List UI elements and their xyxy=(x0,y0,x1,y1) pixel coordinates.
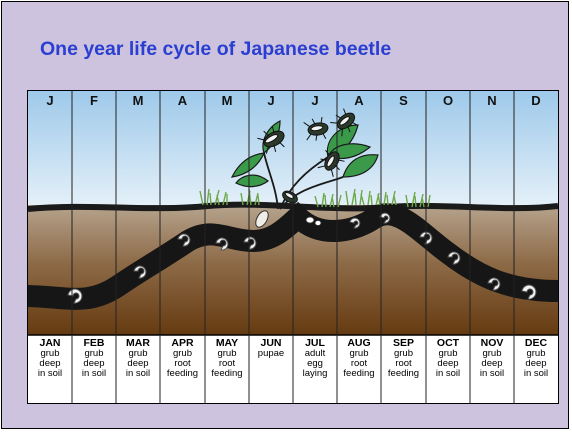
month-letter: F xyxy=(72,93,116,109)
month-letter: J xyxy=(293,93,337,109)
month-cell-apr: APR grub root feeding xyxy=(160,335,205,401)
stage-line: in soil xyxy=(470,369,514,379)
month-cell-may: MAY grub root feeding xyxy=(205,335,249,401)
stage-line: feeding xyxy=(160,369,205,379)
month-cell-feb: FEB grub deep in soil xyxy=(72,335,116,401)
stage-line: in soil xyxy=(72,369,116,379)
month-letter: N xyxy=(470,93,514,109)
stage-line: in soil xyxy=(514,369,558,379)
slide-title: One year life cycle of Japanese beetle xyxy=(40,38,391,61)
egg-icon xyxy=(306,217,314,223)
month-cell-jul: JUL adult egg laying xyxy=(293,335,337,401)
month-cell-oct: OCT grub deep in soil xyxy=(426,335,470,401)
month-cell-nov: NOV grub deep in soil xyxy=(470,335,514,401)
egg-icon xyxy=(315,221,321,226)
month-cell-jun: JUN pupae xyxy=(249,335,293,401)
month-letter: A xyxy=(337,93,381,109)
stage-line: in soil xyxy=(426,369,470,379)
month-letter: D xyxy=(514,93,558,109)
month-letter: S xyxy=(381,93,426,109)
month-cell-dec: DEC grub deep in soil xyxy=(514,335,558,401)
month-letter: A xyxy=(160,93,205,109)
stage-line: in soil xyxy=(28,369,72,379)
month-cell-sep: SEP grub root feeding xyxy=(381,335,426,401)
stage-line: in soil xyxy=(116,369,160,379)
month-letter: M xyxy=(116,93,160,109)
stage-line: pupae xyxy=(249,349,293,359)
stage-line: laying xyxy=(293,369,337,379)
month-cell-mar: MAR grub deep in soil xyxy=(116,335,160,401)
month-letter: O xyxy=(426,93,470,109)
stage-line: feeding xyxy=(337,369,381,379)
month-letter: M xyxy=(205,93,249,109)
stage-line: feeding xyxy=(205,369,249,379)
life-cycle-figure: J F M A M J J A S O N D JAN grub deep in… xyxy=(27,90,559,404)
month-letter: J xyxy=(249,93,293,109)
month-cell-aug: AUG grub root feeding xyxy=(337,335,381,401)
month-letter: J xyxy=(28,93,72,109)
month-cell-jan: JAN grub deep in soil xyxy=(28,335,72,401)
stage-line: feeding xyxy=(381,369,426,379)
